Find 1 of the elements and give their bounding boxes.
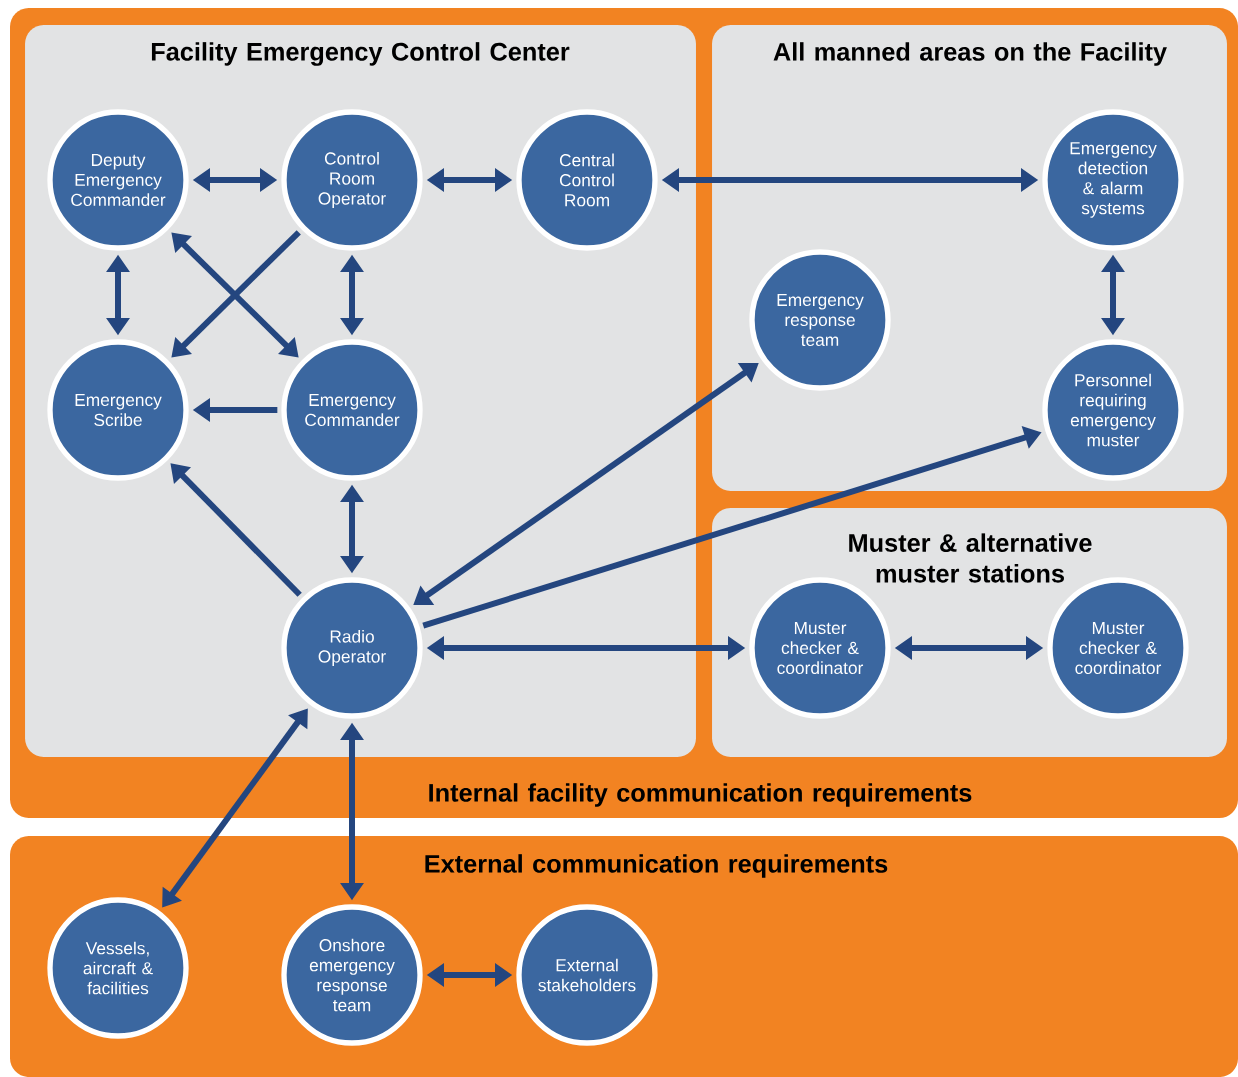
- arrow: [170, 463, 302, 597]
